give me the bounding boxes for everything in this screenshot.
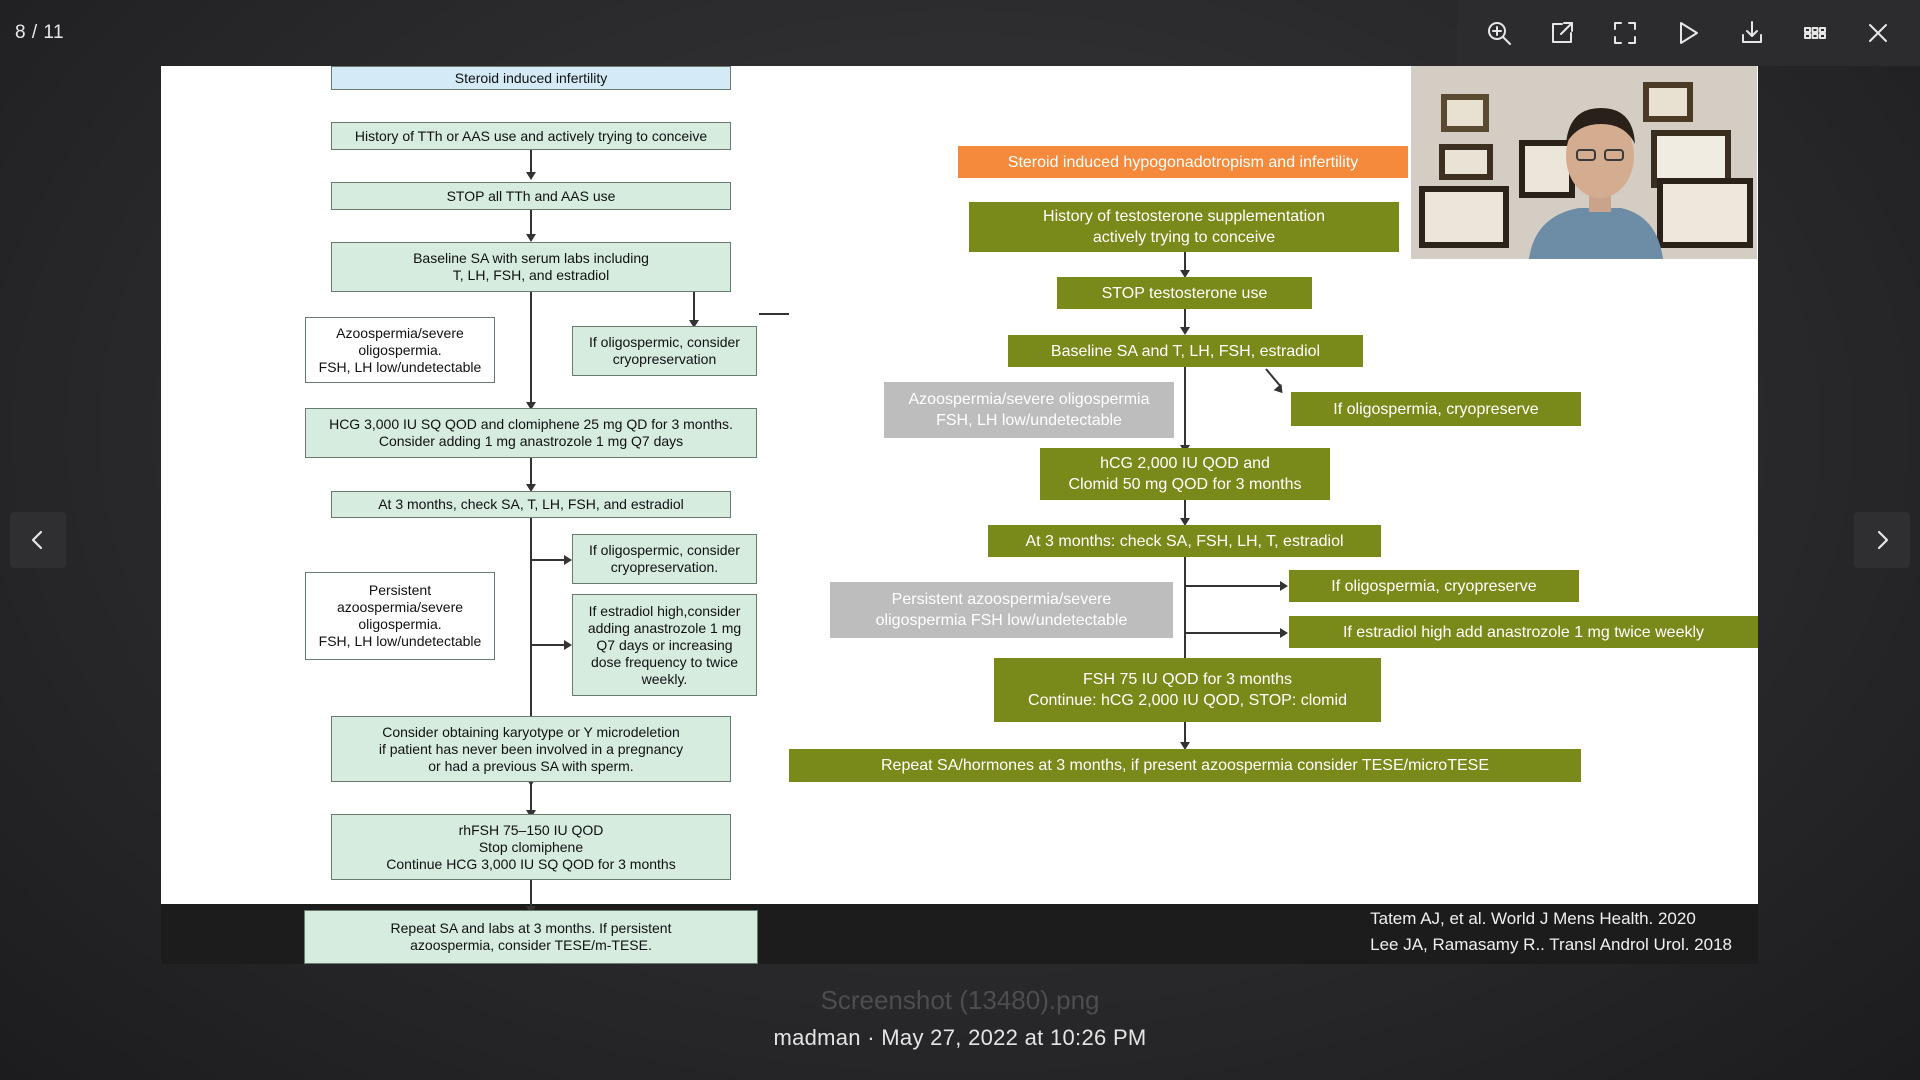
- right-box-repeat: Repeat SA/hormones at 3 months, if prese…: [789, 749, 1581, 782]
- right-box-estradiol: If estradiol high add anastrozole 1 mg t…: [1289, 616, 1758, 648]
- right-title-box: Steroid induced hypogonadotropism and in…: [958, 146, 1408, 178]
- image-counter: 8 / 11: [15, 22, 65, 43]
- close-button[interactable]: [1856, 11, 1900, 55]
- next-image-button[interactable]: [1854, 512, 1910, 568]
- left-box-hcg: HCG 3,000 IU SQ QOD and clomiphene 25 mg…: [305, 408, 757, 458]
- left-box-persistent: Persistent azoospermia/severe oligosperm…: [305, 572, 495, 660]
- right-box-hcg: hCG 2,000 IU QOD and Clomid 50 mg QOD fo…: [1040, 448, 1330, 500]
- close-icon: [1869, 24, 1888, 42]
- left-box-stop: STOP all TTh and AAS use: [331, 182, 731, 210]
- citation-1: Tatem AJ, et al. World J Mens Health. 20…: [1370, 909, 1696, 928]
- image-filename: Screenshot (13480).png: [820, 985, 1100, 1015]
- slide-citations: Tatem AJ, et al. World J Mens Health. 20…: [1370, 906, 1732, 958]
- right-box-fsh: FSH 75 IU QOD for 3 months Continue: hCG…: [994, 658, 1381, 722]
- left-box-repeat: Repeat SA and labs at 3 months. If persi…: [304, 910, 758, 964]
- left-box-cryo1: If oligospermic, consider cryopreservati…: [572, 326, 757, 376]
- image-metadata: madman · May 27, 2022 at 10:26 PM: [773, 1025, 1147, 1050]
- right-box-cryo1: If oligospermia, cryopreserve: [1291, 392, 1581, 426]
- chevron-left-icon: [31, 530, 43, 550]
- external-link-icon: [1551, 22, 1573, 43]
- right-box-stop: STOP testosterone use: [1057, 277, 1312, 309]
- presenter-video-frame: [1411, 66, 1757, 259]
- slideshow-button[interactable]: [1666, 11, 1710, 55]
- right-box-check: At 3 months: check SA, FSH, LH, T, estra…: [988, 525, 1381, 557]
- grid-view-button[interactable]: [1793, 11, 1837, 55]
- play-icon: [1680, 22, 1699, 44]
- right-box-cryo2: If oligospermia, cryopreserve: [1289, 570, 1579, 602]
- previous-image-button[interactable]: [10, 512, 66, 568]
- fullscreen-icon: [1614, 22, 1637, 44]
- open-external-button[interactable]: [1540, 11, 1584, 55]
- fullscreen-button[interactable]: [1603, 11, 1647, 55]
- left-box-karyotype: Consider obtaining karyotype or Y microd…: [331, 716, 731, 782]
- right-box-baseline: Baseline SA and T, LH, FSH, estradiol: [1008, 335, 1363, 367]
- left-box-cryo2: If oligospermic, consider cryopreservati…: [572, 534, 757, 584]
- left-title-box: Steroid induced infertility: [331, 66, 731, 90]
- chevron-right-icon: [1877, 530, 1889, 550]
- citation-2: Lee JA, Ramasamy R.. Transl Androl Urol.…: [1370, 935, 1732, 954]
- right-box-persistent: Persistent azoospermia/severe oligosperm…: [830, 582, 1173, 638]
- download-button[interactable]: [1730, 11, 1774, 55]
- grid-icon: [1804, 27, 1827, 39]
- left-box-azoospermia: Azoospermia/severe oligospermia. FSH, LH…: [305, 317, 495, 383]
- left-box-baseline: Baseline SA with serum labs including T,…: [331, 242, 731, 292]
- right-box-history: History of testosterone supplementation …: [969, 202, 1399, 252]
- download-icon: [1741, 21, 1762, 43]
- zoom-in-icon: [1487, 22, 1511, 45]
- viewer-toolbar: [1457, 0, 1920, 66]
- left-box-rhfsh: rhFSH 75–150 IU QOD Stop clomiphene Cont…: [331, 814, 731, 880]
- left-box-estradiol: If estradiol high,consider adding anastr…: [572, 594, 757, 696]
- left-box-check: At 3 months, check SA, T, LH, FSH, and e…: [331, 491, 731, 518]
- right-box-azoospermia: Azoospermia/severe oligospermia FSH, LH …: [884, 382, 1174, 438]
- left-box-history: History of TTh or AAS use and actively t…: [331, 122, 731, 150]
- webcam-overlay: [1411, 66, 1757, 259]
- zoom-in-button[interactable]: [1477, 11, 1521, 55]
